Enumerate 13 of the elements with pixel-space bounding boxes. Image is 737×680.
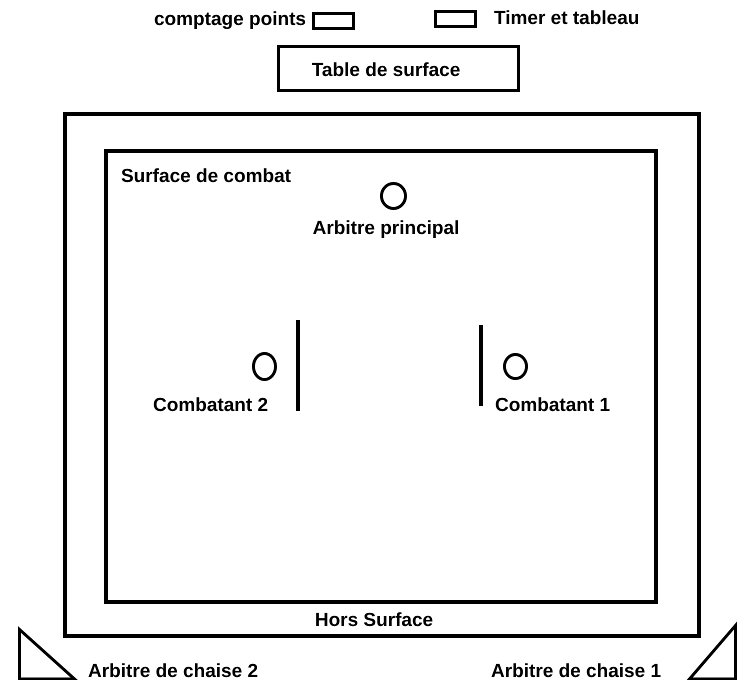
name-label: Combatant 2 — [153, 396, 268, 416]
name-label: Arbitre de chaise 1 — [491, 662, 662, 680]
area-label: Table de surface — [312, 61, 460, 81]
area-box — [63, 112, 701, 638]
name-label: Arbitre de chaise 2 — [88, 662, 258, 680]
area-label: Hors Surface — [314, 611, 434, 631]
area-box — [104, 149, 658, 604]
name-label: comptage points — [154, 10, 306, 30]
area-box — [277, 45, 520, 92]
area-label: Surface de combat — [121, 167, 291, 187]
name-label: Arbitre principal — [312, 219, 460, 239]
name-label: Timer et tableau — [494, 9, 640, 29]
name-label: Combatant 1 — [495, 396, 610, 416]
